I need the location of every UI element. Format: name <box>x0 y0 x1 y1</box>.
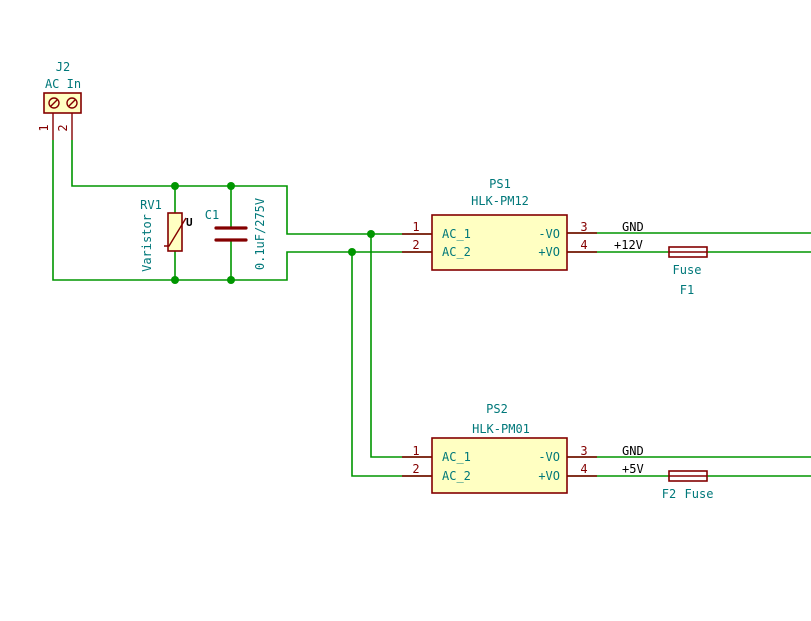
ps1-pin4-number: 4 <box>580 238 587 252</box>
ps1-pin1-name: AC_1 <box>442 227 471 241</box>
ps2-pin3-name: -VO <box>538 450 560 464</box>
junction-dot <box>367 230 375 238</box>
fuse-f2[interactable]: F2 Fuse <box>662 470 714 501</box>
wire-j2-pin1-rail <box>52 140 432 281</box>
ps2-pin4-number: 4 <box>580 462 587 476</box>
wire-ac2-ps2 <box>351 252 432 477</box>
j2-value: AC In <box>45 77 81 91</box>
ps2-pin4-name: +VO <box>538 469 560 483</box>
capacitor-c1[interactable]: C1 0.1uF/275V <box>205 198 267 270</box>
f2-ref: F2 <box>662 487 676 501</box>
wires <box>52 140 811 477</box>
net-label-5v: +5V <box>622 462 644 476</box>
ps1-body <box>431 214 568 271</box>
terminal-screw-icon <box>48 97 60 109</box>
net-label-gnd: GND <box>622 220 644 234</box>
f2-value: Fuse <box>685 487 714 501</box>
ps1-pin2-number: 2 <box>412 238 419 252</box>
connector-j2[interactable]: J2 AC In 1 2 <box>37 60 82 140</box>
ps2-body <box>431 437 568 494</box>
c1-ref: C1 <box>205 208 219 222</box>
j2-pin2-number: 2 <box>56 124 70 131</box>
varistor-rv1[interactable]: RV1 Varistor U <box>140 198 193 272</box>
j2-pin1-number: 1 <box>37 124 51 131</box>
ps2-pin1-number: 1 <box>412 444 419 458</box>
ps2-pin2-number: 2 <box>412 462 419 476</box>
wire-j2-pin2-rail <box>71 140 432 235</box>
varistor-slash-icon <box>164 217 187 247</box>
ps2-value: HLK-PM01 <box>472 422 530 436</box>
junction-dot <box>227 182 235 190</box>
ps1-pin3-number: 3 <box>580 220 587 234</box>
junction-dot <box>171 182 179 190</box>
ps2-pin2-name: AC_2 <box>442 469 471 483</box>
net-label-12v: +12V <box>614 238 643 252</box>
varistor-u-mark: U <box>186 216 193 229</box>
junction-dot <box>227 276 235 284</box>
power-supply-ps2[interactable]: PS2 HLK-PM01 1 2 3 4 AC_1 AC_2 -VO +VO <box>402 402 597 494</box>
fuse-f1[interactable]: Fuse F1 <box>668 246 708 297</box>
net-label-gnd: GND <box>622 444 644 458</box>
ps2-pin1-name: AC_1 <box>442 450 471 464</box>
ps2-pin3-number: 3 <box>580 444 587 458</box>
ps1-value: HLK-PM12 <box>471 194 529 208</box>
ps1-pin2-name: AC_2 <box>442 245 471 259</box>
rv1-ref: RV1 <box>140 198 162 212</box>
f1-ref: F1 <box>680 283 694 297</box>
f1-value: Fuse <box>673 263 702 277</box>
power-supply-ps1[interactable]: PS1 HLK-PM12 1 2 3 4 AC_1 AC_2 -VO +VO <box>402 177 597 271</box>
c1-value: 0.1uF/275V <box>253 198 267 270</box>
ps1-ref: PS1 <box>489 177 511 191</box>
junction-dot <box>171 276 179 284</box>
wire-ac1-ps2 <box>370 234 432 458</box>
ps2-ref: PS2 <box>486 402 508 416</box>
junctions <box>171 182 375 284</box>
ps1-pin1-number: 1 <box>412 220 419 234</box>
junction-dot <box>348 248 356 256</box>
ps1-pin3-name: -VO <box>538 227 560 241</box>
j2-ref: J2 <box>56 60 70 74</box>
rv1-value: Varistor <box>140 214 154 272</box>
terminal-screw-icon <box>66 97 78 109</box>
ps1-pin4-name: +VO <box>538 245 560 259</box>
